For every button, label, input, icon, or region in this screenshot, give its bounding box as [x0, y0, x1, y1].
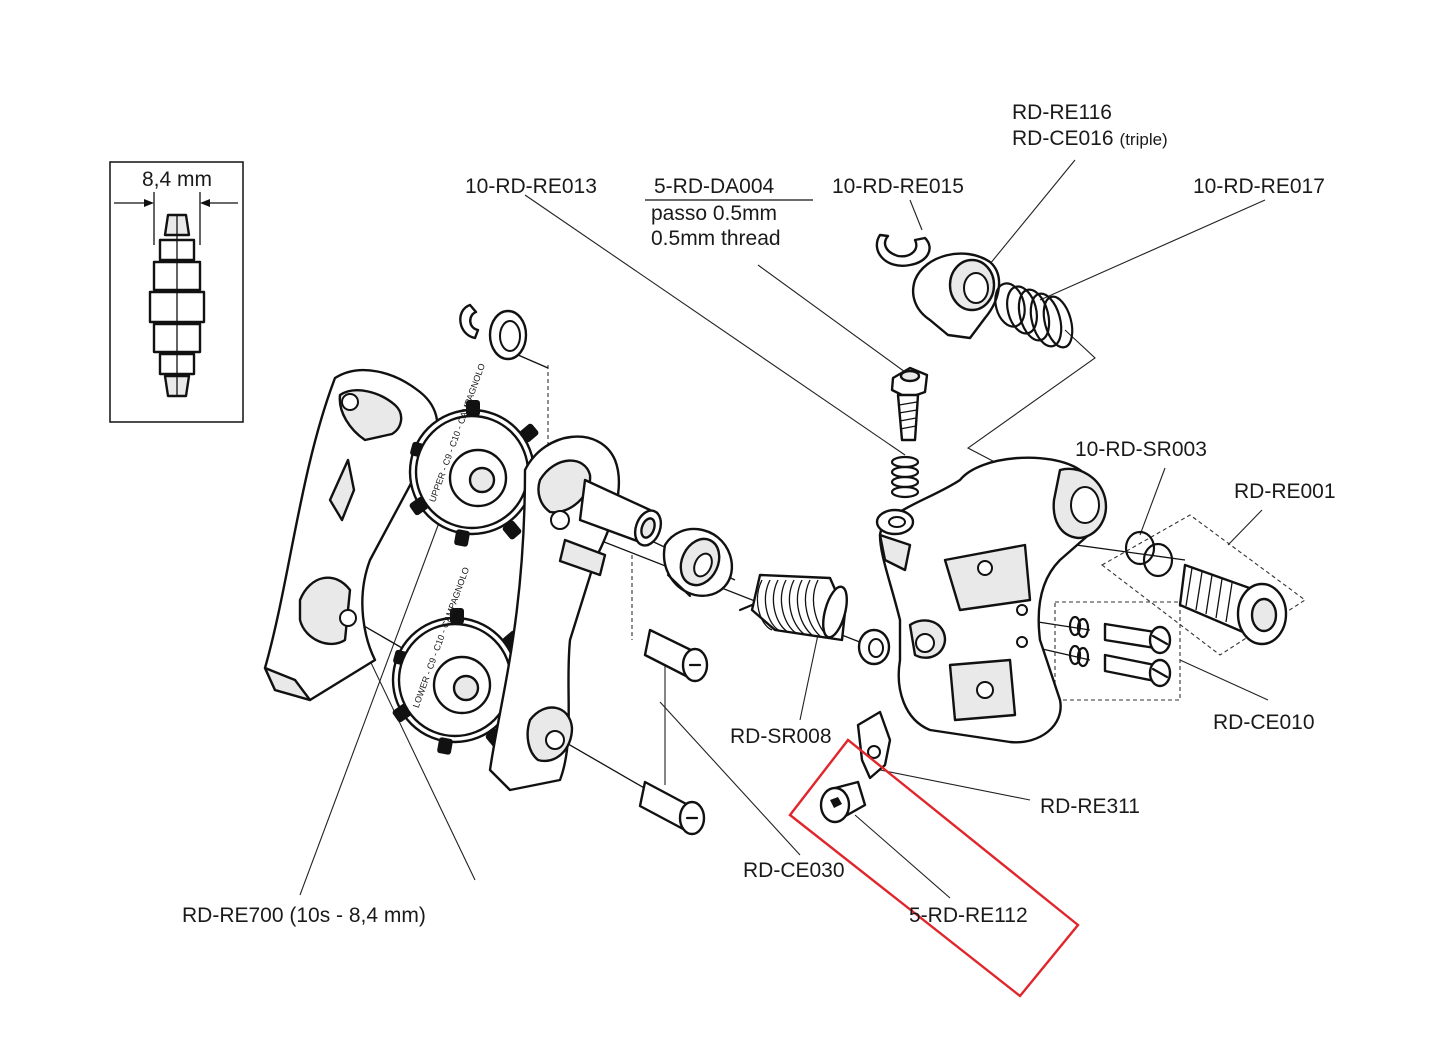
label-re013: 10-RD-RE013: [465, 175, 597, 198]
cable-clamp-plate: [856, 710, 892, 780]
cage-pin-upper: [643, 628, 709, 683]
label-ce030: RD-CE030: [743, 859, 845, 882]
limit-screw-upper: [1068, 615, 1172, 655]
body-circlip: [875, 233, 931, 267]
label-ce010: RD-CE010: [1213, 711, 1315, 734]
upper-circlip: [459, 303, 528, 361]
pulley-side-profile: [148, 213, 206, 398]
label-da004-note2: 0.5mm thread: [651, 227, 781, 250]
inner-cage-plate: [488, 435, 663, 792]
limit-screw-lower: [1068, 644, 1172, 688]
cable-clamp-bolt: [819, 780, 867, 824]
label-re015: 10-RD-RE015: [832, 175, 964, 198]
cage-pin-lower: [638, 780, 706, 836]
label-ce016: RD-CE016 (triple): [1012, 127, 1168, 150]
label-re700: RD-RE700 (10s - 8,4 mm): [182, 904, 426, 927]
label-ce016-code: RD-CE016: [1012, 127, 1114, 150]
label-re001: RD-RE001: [1234, 480, 1336, 503]
re001-group-box: [1101, 514, 1306, 656]
adjusting-screw: [890, 366, 929, 442]
cage-pivot-nut: [662, 527, 733, 598]
label-re017: 10-RD-RE017: [1193, 175, 1325, 198]
label-ce016-note: (triple): [1120, 130, 1168, 149]
derailleur-body: [875, 456, 1108, 744]
label-re311: RD-RE311: [1040, 795, 1140, 818]
label-sr003: 10-RD-SR003: [1075, 438, 1207, 461]
label-re116: RD-RE116: [1012, 101, 1112, 124]
outer-cage-plate: [263, 368, 439, 702]
pulley-width-detail: 8,4 mm: [109, 161, 244, 423]
label-da004-note1: passo 0.5mm: [651, 202, 777, 225]
body-spring: [994, 282, 1074, 349]
highlight-box: [788, 738, 1080, 998]
upper-body-pin: [1124, 530, 1288, 646]
part-labels: 10-RD-RE013 5-RD-DA004 passo 0.5mm 0.5mm…: [182, 101, 1336, 927]
label-sr008: RD-SR008: [730, 725, 832, 748]
spring-holder: [911, 252, 1001, 340]
detail-dimension-label: 8,4 mm: [142, 168, 212, 191]
cage-return-spring: [738, 573, 848, 642]
label-da004: 5-RD-DA004: [654, 175, 775, 198]
adjusting-spring: [890, 455, 920, 499]
label-re112: 5-RD-RE112: [909, 904, 1028, 927]
pivot-washer: [857, 628, 891, 666]
